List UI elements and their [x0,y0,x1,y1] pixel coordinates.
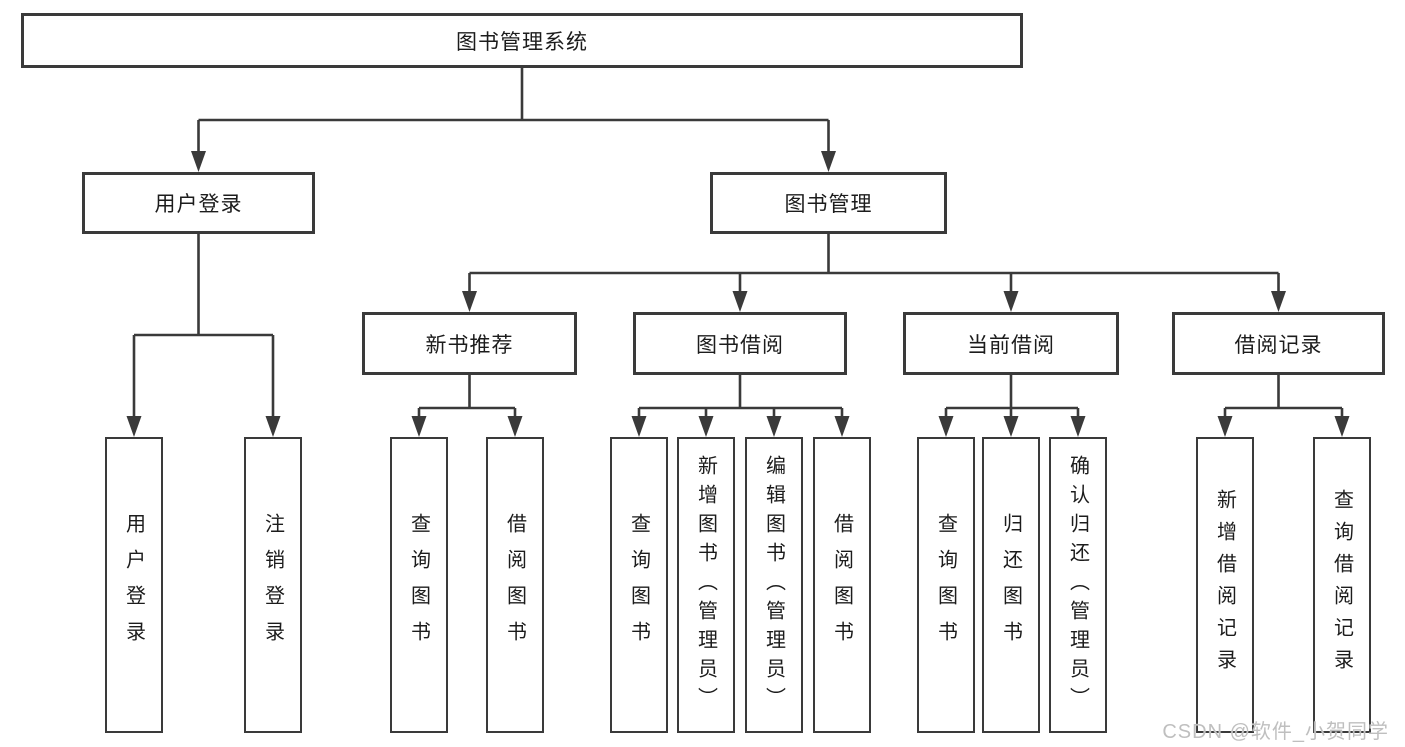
arrowheads [126,151,1350,437]
leaf-query-books-current: 查询图书 [917,437,975,733]
leaf-borrow-books-recommend: 借阅图书 [486,437,544,733]
csdn-watermark: CSDN @软件_小贺同学 [1162,721,1389,743]
node-user-login: 用户登录 [82,172,315,234]
leaf-logout-login: 注销登录 [244,437,302,733]
leaf-confirm-return-admin: 确认归还（管理员） [1049,437,1107,733]
leaf-borrow-books: 借阅图书 [813,437,871,733]
leaf-edit-books-admin: 编辑图书（管理员） [745,437,803,733]
node-new-book-recommend: 新书推荐 [362,312,577,375]
leaf-add-books-admin: 新增图书（管理员） [677,437,735,733]
node-book-management: 图书管理 [710,172,947,234]
leaf-return-books: 归还图书 [982,437,1040,733]
leaf-query-borrow-record: 查询借阅记录 [1313,437,1371,733]
leaf-query-books-recommend: 查询图书 [390,437,448,733]
leaf-user-login: 用户登录 [105,437,163,733]
node-borrow-records: 借阅记录 [1172,312,1385,375]
node-root-system: 图书管理系统 [21,13,1023,68]
node-current-borrow: 当前借阅 [903,312,1119,375]
leaf-add-borrow-record: 新增借阅记录 [1196,437,1254,733]
leaf-query-books-borrow: 查询图书 [610,437,668,733]
node-book-borrow: 图书借阅 [633,312,847,375]
